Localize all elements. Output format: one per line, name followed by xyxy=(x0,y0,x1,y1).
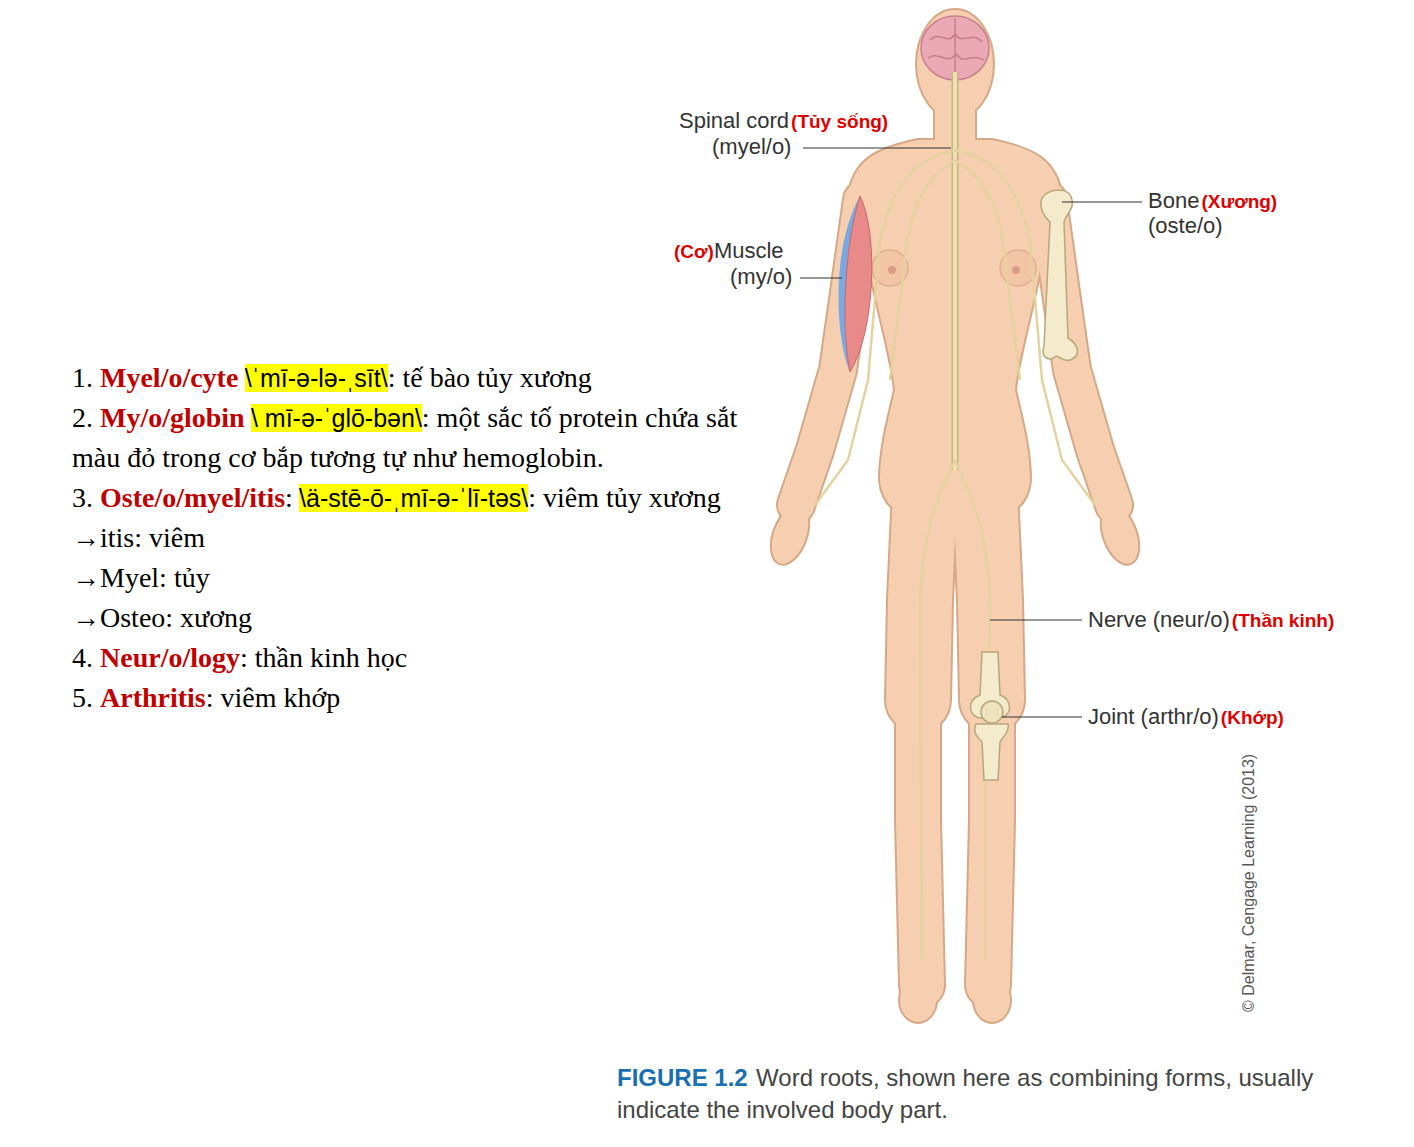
label-group: Joint (arthr/o)(Khớp) xyxy=(1088,704,1284,731)
translation: (Tủy sống) xyxy=(791,111,888,132)
medical-term: Myel/o/cyte xyxy=(100,362,238,393)
label-group: (my/o) xyxy=(730,264,792,290)
pronunciation: \ˈmī-ə-lə-ˌsīt\ xyxy=(245,364,388,392)
list-text: 4. xyxy=(72,642,93,673)
text-line: 4.Neur/o/logy: thần kinh học xyxy=(72,638,770,678)
combining-form: (oste/o) xyxy=(1148,213,1223,238)
label-group: (Cơ)Muscle xyxy=(672,238,784,265)
part-name: Muscle xyxy=(714,238,784,263)
medical-term: Oste/o/myel/itis xyxy=(100,482,285,513)
pronunciation: \ mī-ə-ˈglō-bən\ xyxy=(251,404,422,432)
text-line: (oste/o) xyxy=(1148,213,1223,239)
watermark: © Delmar, Cengage Learning (2013) xyxy=(1240,754,1257,1012)
watermark-group: © Delmar, Cengage Learning (2013) xyxy=(1240,754,1258,1012)
text-line: Joint (arthr/o)(Khớp) xyxy=(1088,704,1284,731)
text-line: Nerve (neur/o)(Thần kinh) xyxy=(1088,607,1334,634)
list-text: 1. xyxy=(72,362,93,393)
text-line: →Osteo: xương xyxy=(72,598,770,638)
list-text: 2. xyxy=(72,402,93,433)
combining-form: (my/o) xyxy=(730,264,792,289)
part-name: Joint (arthr/o) xyxy=(1088,704,1219,729)
list-text: 5. xyxy=(72,682,93,713)
part-name: Nerve (neur/o) xyxy=(1088,607,1230,632)
translation: (Khớp) xyxy=(1221,707,1284,728)
list-text: : viêm khớp xyxy=(206,682,341,713)
list-text: →Osteo: xương xyxy=(72,602,252,633)
list-text: →Myel: tủy xyxy=(72,562,210,593)
list-text: : thần kinh học xyxy=(240,642,407,673)
text-line: (my/o) xyxy=(730,264,792,290)
translation: (Cơ) xyxy=(674,241,714,262)
label-group: (myel/o) xyxy=(712,134,791,160)
text-line: →Myel: tủy xyxy=(72,558,770,598)
part-name: Bone xyxy=(1148,188,1199,213)
list-text: 3. xyxy=(72,482,93,513)
part-name: Spinal cord xyxy=(679,108,789,133)
list-text: →itis: viêm xyxy=(72,522,205,553)
text-line: 2.My/o/globin\ mī-ə-ˈglō-bən\: một sắc t… xyxy=(72,398,770,478)
text-line: 5.Arthritis: viêm khớp xyxy=(72,678,770,718)
caption-group: FIGURE 1.2Word roots, shown here as comb… xyxy=(617,1062,1317,1126)
list-text: : viêm tủy xương xyxy=(528,482,721,513)
combining-form: (myel/o) xyxy=(712,134,791,159)
label-group: Spinal cord(Tủy sống) xyxy=(679,108,888,135)
medical-term: My/o/globin xyxy=(100,402,245,433)
label-group: (oste/o) xyxy=(1148,213,1223,239)
text-line: FIGURE 1.2Word roots, shown here as comb… xyxy=(617,1062,1317,1126)
text-line: (Cơ)Muscle xyxy=(672,238,784,265)
label-group: Bone(Xương) xyxy=(1148,188,1277,215)
text-line: Spinal cord(Tủy sống) xyxy=(679,108,888,135)
text-line: © Delmar, Cengage Learning (2013) xyxy=(1240,754,1258,1012)
list-text: : tế bào tủy xương xyxy=(388,362,592,393)
text-line: →itis: viêm xyxy=(72,518,770,558)
text-line: 3.Oste/o/myel/itis:\ä-stē-ō-ˌmī-ə-ˈlī-tə… xyxy=(72,478,770,518)
list-text: : xyxy=(285,482,293,513)
pronunciation: \ä-stē-ō-ˌmī-ə-ˈlī-təs\ xyxy=(299,484,528,512)
medical-term: Arthritis xyxy=(100,682,206,713)
label-group: Nerve (neur/o)(Thần kinh) xyxy=(1088,607,1334,634)
medical-term: Neur/o/logy xyxy=(100,642,240,673)
figure-number: FIGURE 1.2 xyxy=(617,1064,748,1091)
text-line: Bone(Xương) xyxy=(1148,188,1277,215)
text-line: (myel/o) xyxy=(712,134,791,160)
translation: (Thần kinh) xyxy=(1232,610,1334,631)
term-list: 1.Myel/o/cyte\ˈmī-ə-lə-ˌsīt\: tế bào tủy… xyxy=(72,358,770,718)
translation: (Xương) xyxy=(1201,191,1277,212)
text-line: 1.Myel/o/cyte\ˈmī-ə-lə-ˌsīt\: tế bào tủy… xyxy=(72,358,770,398)
